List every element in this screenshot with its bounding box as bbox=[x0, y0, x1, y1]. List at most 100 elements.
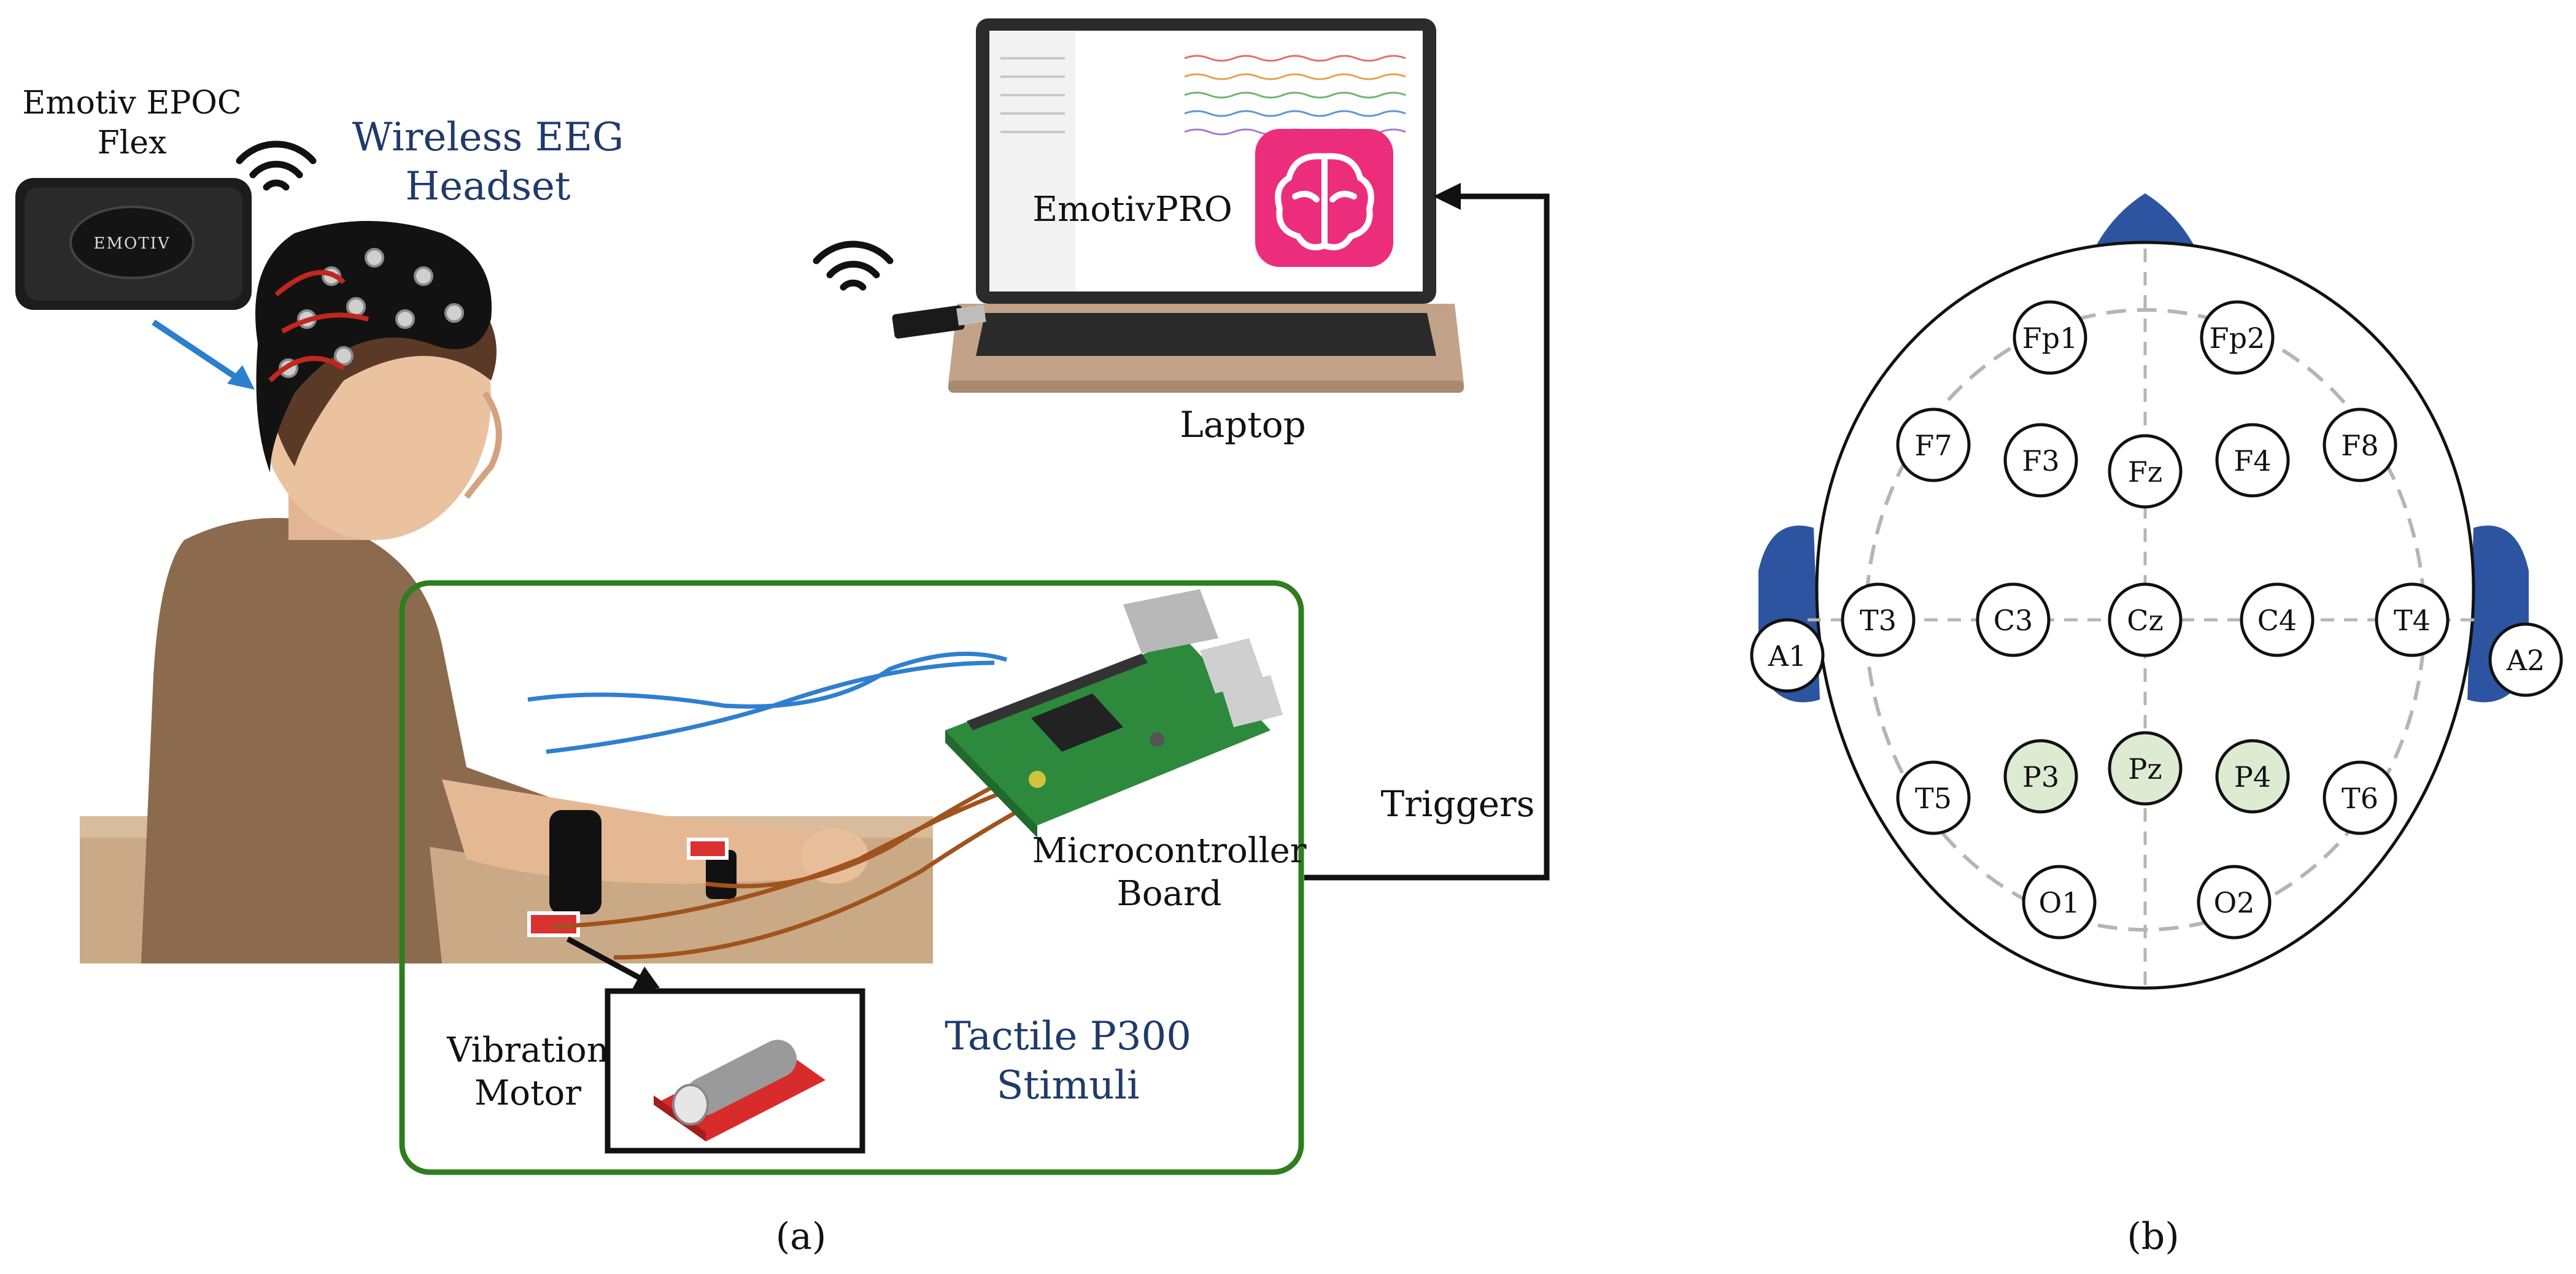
usb-dongle bbox=[892, 305, 965, 339]
stimuli-box bbox=[399, 580, 1304, 1175]
wire-blue-1 bbox=[527, 651, 1008, 709]
electrode-label-c3: C3 bbox=[1994, 604, 2033, 637]
electrode-t3 bbox=[1841, 582, 1916, 657]
wire-brown-1 bbox=[552, 777, 1039, 929]
electrode-p3 bbox=[2003, 739, 2078, 814]
electrode-cz bbox=[2108, 582, 2183, 657]
trigger-arrowhead bbox=[1433, 183, 1461, 210]
laptop-keyboard bbox=[976, 313, 1436, 356]
person-forearm bbox=[442, 779, 859, 884]
headset-label-line2: Headset bbox=[405, 164, 571, 209]
wrist-motor-tab bbox=[687, 838, 729, 860]
electrode-a1 bbox=[1750, 618, 1825, 693]
laptop-front-edge bbox=[948, 380, 1464, 393]
eeg-cap bbox=[255, 221, 492, 473]
microcontroller-label-line1: Microcontroller bbox=[1032, 831, 1307, 871]
panel-a: EMOTIV Emotiv EPOC Flex Wireless EEG Hea… bbox=[15, 18, 1550, 1258]
device-to-cap-arrow bbox=[152, 319, 247, 387]
electrode-fp2 bbox=[2200, 300, 2275, 375]
brain-icon bbox=[1275, 153, 1374, 250]
board-usb-2 bbox=[1221, 675, 1283, 727]
electrode-label-f4: F4 bbox=[2234, 444, 2271, 477]
device-label-line2: Flex bbox=[98, 125, 167, 161]
electrode-c3 bbox=[1976, 582, 2051, 657]
electrode-f7 bbox=[1896, 407, 1971, 482]
stimuli-label-line2: Stimuli bbox=[997, 1063, 1140, 1108]
triggers-label: Triggers bbox=[1380, 783, 1534, 825]
microcontroller-board bbox=[945, 589, 1283, 838]
electrode-label-f8: F8 bbox=[2341, 429, 2378, 462]
electrode-label-a2: A2 bbox=[2506, 644, 2545, 677]
board-edge bbox=[945, 730, 1037, 838]
headset-label-line1: Wireless EEG bbox=[352, 115, 624, 160]
electrode-label-fp1: Fp1 bbox=[2022, 322, 2078, 355]
arm-band bbox=[549, 810, 601, 914]
board-ethernet bbox=[1123, 589, 1218, 654]
electrode-label-t6: T6 bbox=[2342, 782, 2378, 815]
electrode-label-f7: F7 bbox=[1914, 429, 1952, 462]
electrode-f4 bbox=[2215, 423, 2290, 498]
electrode-f8 bbox=[2323, 407, 2397, 482]
electrode-label-p4: P4 bbox=[2234, 760, 2271, 793]
electrode-f3 bbox=[2003, 423, 2078, 498]
wire-blue-2 bbox=[546, 660, 995, 754]
vibration-motor-illustration bbox=[654, 1040, 826, 1141]
laptop-label: Laptop bbox=[1180, 404, 1306, 446]
wire-brown-2 bbox=[705, 771, 1020, 889]
panel-a-caption: (a) bbox=[776, 1215, 827, 1258]
electrode-label-t3: T3 bbox=[1860, 604, 1897, 637]
motor-arrowhead bbox=[632, 967, 660, 989]
laptop: EmotivPRO bbox=[948, 18, 1464, 393]
electrode-t4 bbox=[2375, 582, 2450, 657]
panel-b-caption: (b) bbox=[2127, 1215, 2179, 1258]
electrode-label-o1: O1 bbox=[2039, 886, 2080, 919]
electrode-label-c4: C4 bbox=[2257, 604, 2297, 637]
head-nose bbox=[2093, 193, 2197, 252]
device-to-cap-arrowhead bbox=[227, 365, 255, 390]
electrode-label-o2: O2 bbox=[2214, 886, 2255, 919]
usb-connector bbox=[956, 304, 986, 326]
electrode-label-t5: T5 bbox=[1915, 782, 1952, 815]
microcontroller-label-line2: Board bbox=[1117, 874, 1222, 914]
electrode-a2 bbox=[2488, 622, 2563, 697]
person-hand bbox=[801, 828, 868, 884]
electrode-o1 bbox=[2022, 865, 2097, 940]
app-sidebar bbox=[989, 31, 1075, 291]
motor-label-line1: Vibration bbox=[446, 1030, 609, 1070]
trigger-line bbox=[1304, 193, 1550, 881]
electrode-pz bbox=[2108, 731, 2183, 806]
electrode-label-p3: P3 bbox=[2022, 760, 2059, 793]
cap-electrodes bbox=[279, 248, 464, 378]
motor-arrow bbox=[566, 936, 643, 981]
electrode-label-t4: T4 bbox=[2394, 604, 2431, 637]
electrode-c4 bbox=[2240, 582, 2315, 657]
wifi-icon bbox=[236, 141, 317, 191]
motor-cylinder-end bbox=[672, 1084, 709, 1125]
board-usb-1 bbox=[1200, 638, 1264, 693]
electrode-label-cz: Cz bbox=[2127, 604, 2163, 637]
board-component bbox=[1029, 771, 1046, 788]
motor-label-line2: Motor bbox=[474, 1073, 581, 1113]
cap-wires bbox=[268, 270, 369, 382]
electrode-fz bbox=[2108, 434, 2183, 509]
person-profile bbox=[464, 391, 502, 500]
wire-brown-3 bbox=[613, 795, 1045, 960]
electrode-label-fz: Fz bbox=[2128, 455, 2162, 488]
dongle-wifi-icon bbox=[813, 241, 894, 291]
electrode-label-a1: A1 bbox=[1768, 639, 1807, 673]
board-chip bbox=[1031, 693, 1123, 752]
electrode-o2 bbox=[2197, 865, 2272, 940]
electrode-label-fp2: Fp2 bbox=[2210, 322, 2265, 355]
electrode-label-f3: F3 bbox=[2022, 444, 2059, 477]
board-gpio bbox=[967, 654, 1148, 730]
electrode-label-pz: Pz bbox=[2128, 752, 2162, 786]
electrode-t5 bbox=[1896, 760, 1971, 835]
motor-cylinder bbox=[685, 1040, 797, 1116]
board-jack bbox=[1150, 732, 1164, 747]
app-sidebar-rows bbox=[1000, 57, 1065, 133]
stimuli-label-line1: Tactile P300 bbox=[945, 1014, 1191, 1059]
